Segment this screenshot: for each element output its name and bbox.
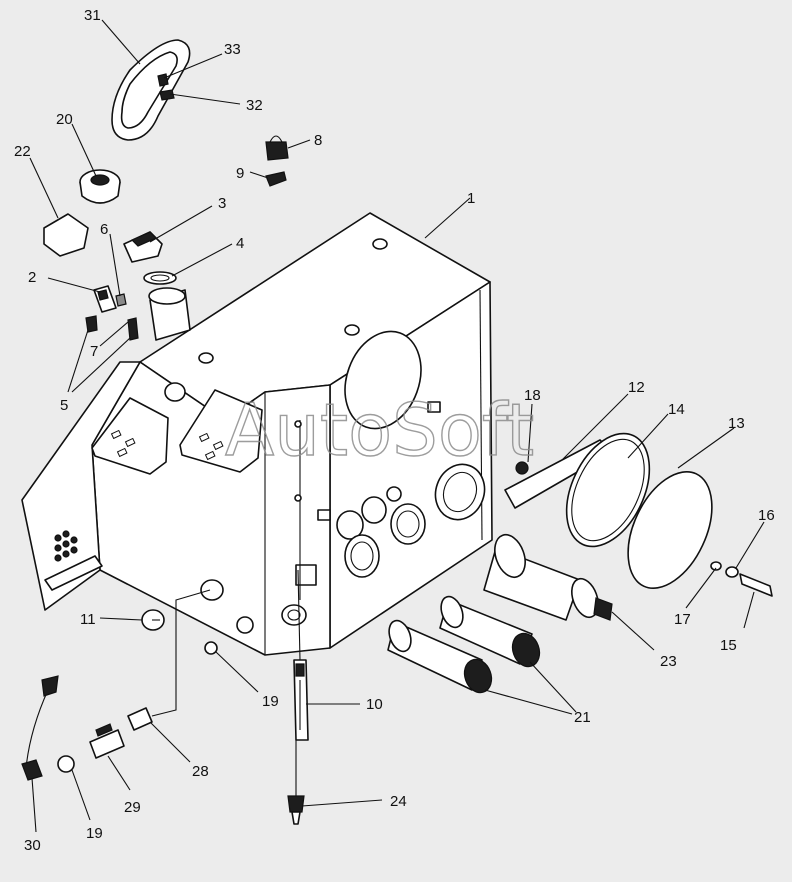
callout-3: 3 — [218, 195, 226, 212]
callout-9: 9 — [236, 165, 244, 182]
watermark: AutoSoft — [225, 388, 534, 472]
callout-28: 28 — [192, 763, 209, 780]
callout-14: 14 — [668, 401, 685, 418]
lock-pin — [265, 171, 287, 187]
callout-18: 18 — [524, 387, 541, 404]
callout-17: 17 — [674, 611, 691, 628]
pipe-plug — [204, 641, 218, 655]
callout-4: 4 — [236, 235, 244, 252]
callout-29: 29 — [124, 799, 141, 816]
hydraulic-tank — [21, 212, 493, 656]
level-gauge — [293, 659, 309, 741]
callout-1: 1 — [467, 190, 475, 207]
callout-16: 16 — [758, 507, 775, 524]
callout-13: 13 — [728, 415, 745, 432]
padlock — [265, 135, 289, 161]
suction-filter — [439, 595, 541, 668]
suction-filter — [387, 619, 493, 694]
callout-2: 2 — [28, 269, 36, 286]
return-filter — [483, 533, 613, 621]
callout-10: 10 — [366, 696, 383, 713]
callout-31: 31 — [84, 7, 101, 24]
pipe-nipple — [127, 707, 153, 731]
carry-handle — [111, 39, 191, 141]
callout-5: 5 — [60, 397, 68, 414]
handle-washer — [159, 89, 175, 101]
callout-23: 23 — [660, 653, 677, 670]
callout-6: 6 — [100, 221, 108, 238]
callout-8: 8 — [314, 132, 322, 149]
washer — [710, 561, 722, 571]
callout-24: 24 — [390, 793, 407, 810]
callout-11: 11 — [80, 611, 96, 628]
screw — [127, 317, 139, 341]
drain-hose — [21, 675, 59, 781]
screw — [85, 315, 98, 333]
cap-gasket — [143, 271, 177, 285]
callout-19-upper: 19 — [262, 693, 279, 710]
callout-12: 12 — [628, 379, 645, 396]
callout-33: 33 — [224, 41, 241, 58]
breather-cap — [79, 169, 121, 204]
callout-32: 32 — [246, 97, 263, 114]
handle-bolt — [157, 73, 169, 87]
cover-bolt — [739, 573, 773, 597]
callout-30: 30 — [24, 837, 41, 854]
callout-21: 21 — [574, 709, 591, 726]
lock-washer — [725, 566, 739, 578]
filler-cap — [123, 231, 163, 263]
callout-15: 15 — [720, 637, 737, 654]
plug-fitting — [515, 461, 529, 475]
callout-19-lower: 19 — [86, 825, 103, 842]
rivet — [115, 293, 127, 307]
callout-20: 20 — [56, 111, 73, 128]
cover-gasket — [565, 432, 651, 548]
drain-valve — [287, 795, 305, 825]
cover-plate — [627, 470, 713, 590]
callout-22: 22 — [14, 143, 31, 160]
ball-valve — [89, 723, 125, 759]
callout-7: 7 — [90, 343, 98, 360]
adapter-block — [43, 213, 89, 257]
callout-labels: 1 2 3 4 5 6 7 8 9 10 11 12 13 14 15 16 1… — [14, 7, 775, 854]
hose-fitting — [57, 755, 75, 773]
leader-lines — [29, 19, 765, 833]
